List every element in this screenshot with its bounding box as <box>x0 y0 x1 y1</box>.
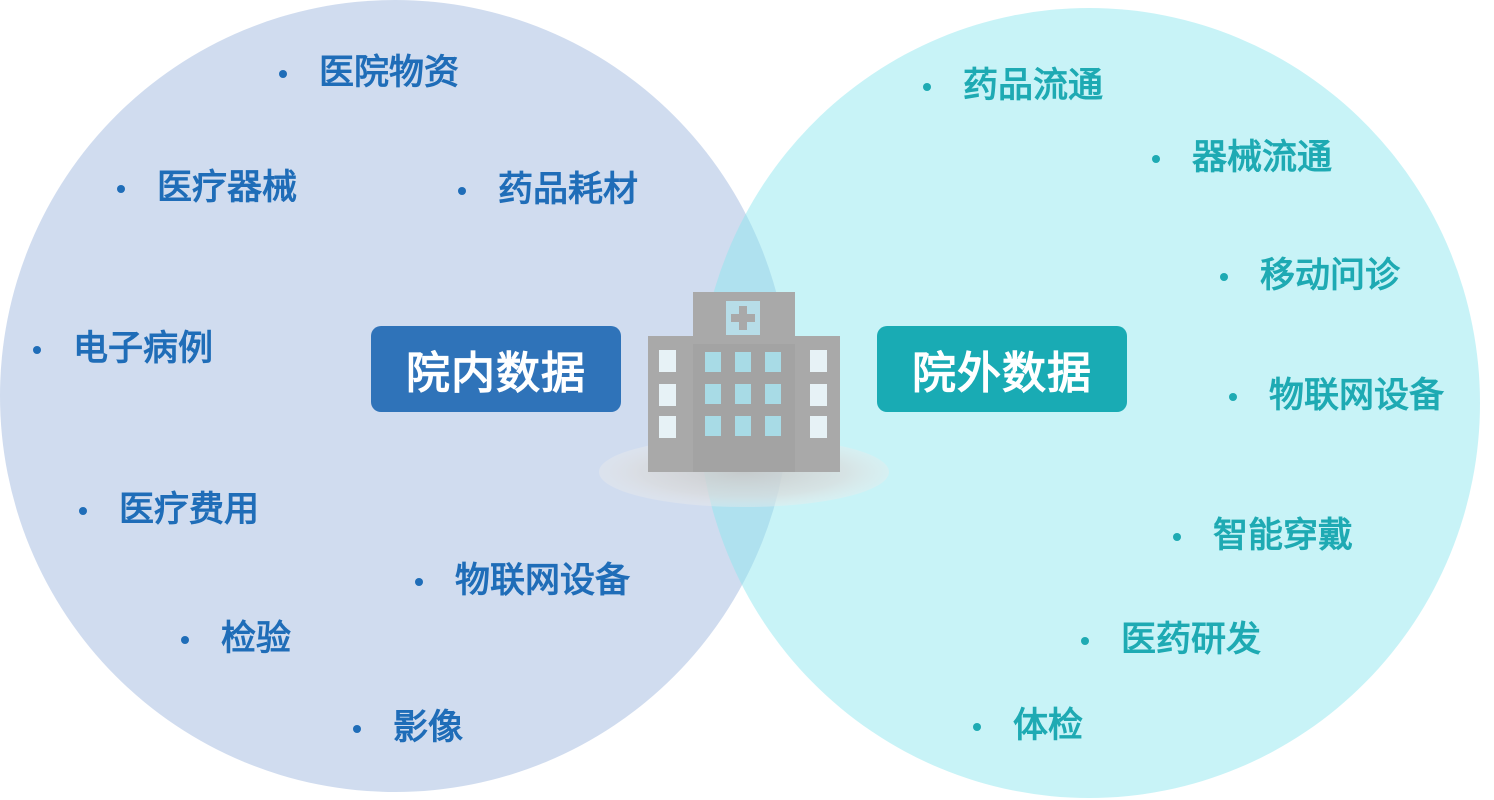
bullet-icon <box>79 506 87 515</box>
bullet-icon <box>973 722 981 731</box>
bullet-icon <box>353 724 361 733</box>
inner-item: 影像 <box>353 711 463 746</box>
inner-item: 药品耗材 <box>458 173 638 208</box>
inner-item-label: 检验 <box>221 619 292 659</box>
outer-item-label: 物联网设备 <box>1269 376 1445 416</box>
bullet-icon <box>923 82 931 91</box>
inner-item-label: 医疗器械 <box>157 168 298 208</box>
bullet-icon <box>1229 392 1237 401</box>
outer-item-label: 药品流通 <box>963 66 1104 106</box>
inner-item: 医疗费用 <box>79 493 259 528</box>
outer-item: 药品流通 <box>923 69 1103 104</box>
outer-item-label: 体检 <box>1013 706 1084 746</box>
inner-item-label: 医院物资 <box>319 53 460 93</box>
bullet-icon <box>1220 272 1228 281</box>
bullet-icon <box>33 345 41 354</box>
outer-item: 物联网设备 <box>1229 379 1444 414</box>
inner-item: 电子病例 <box>33 332 213 367</box>
bullet-icon <box>181 635 189 644</box>
inner-item-label: 电子病例 <box>73 329 214 369</box>
outer-item-label: 医药研发 <box>1121 620 1262 660</box>
hospital-building-icon <box>599 292 889 507</box>
bullet-icon <box>117 184 125 193</box>
outer-item: 移动问诊 <box>1220 259 1400 294</box>
bullet-icon <box>415 577 423 586</box>
outer-item: 体检 <box>973 709 1083 744</box>
outer-item-label: 器械流通 <box>1192 138 1333 178</box>
inner-item: 物联网设备 <box>415 564 630 599</box>
bullet-icon <box>1081 636 1089 645</box>
outer-item-label: 智能穿戴 <box>1213 516 1354 556</box>
bullet-icon <box>1152 154 1160 163</box>
inner-item: 检验 <box>181 622 291 657</box>
outer-item-label: 移动问诊 <box>1260 256 1401 296</box>
outer-data-label: 院外数据 <box>877 326 1127 412</box>
inner-item-label: 医疗费用 <box>119 490 260 530</box>
bullet-icon <box>458 186 466 195</box>
outer-item: 医药研发 <box>1081 623 1261 658</box>
outer-item: 智能穿戴 <box>1173 519 1353 554</box>
inner-item-label: 药品耗材 <box>498 170 639 210</box>
inner-item-label: 物联网设备 <box>455 561 631 601</box>
outer-item: 器械流通 <box>1152 141 1332 176</box>
inner-item: 医疗器械 <box>117 171 297 206</box>
inner-item-label: 影像 <box>393 708 464 748</box>
inner-item: 医院物资 <box>279 56 459 91</box>
bullet-icon <box>279 69 287 78</box>
bullet-icon <box>1173 532 1181 541</box>
inner-data-label: 院内数据 <box>371 326 621 412</box>
